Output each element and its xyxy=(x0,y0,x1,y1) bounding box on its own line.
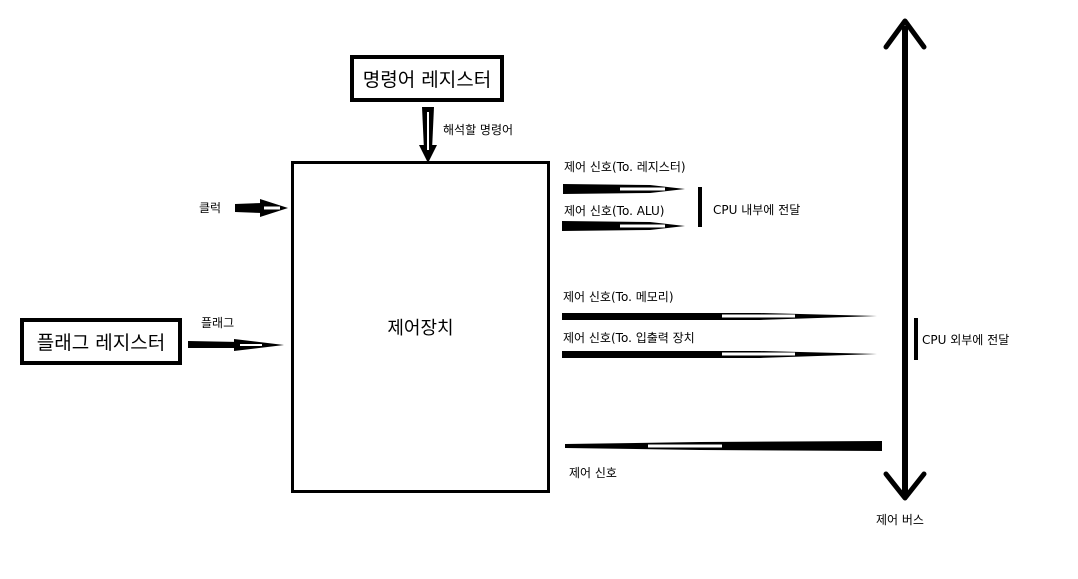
instruction-register-label: 명령어 레지스터 xyxy=(362,69,492,91)
signal-alu-arrow xyxy=(562,221,685,231)
signal-alu-label: 제어 신호(To. ALU) xyxy=(564,204,665,218)
instruction-register-box: 명령어 레지스터 xyxy=(350,55,504,102)
signal-register-arrow xyxy=(563,184,685,194)
signal-register-label: 제어 신호(To. 레지스터) xyxy=(564,160,686,174)
control-signal-label: 제어 신호 xyxy=(569,466,617,480)
signal-io-label: 제어 신호(To. 입출력 장치 xyxy=(563,331,695,345)
inside-cpu-label: CPU 내부에 전달 xyxy=(713,203,801,217)
outside-cpu-bracket xyxy=(914,318,918,360)
control-unit-box: 제어장치 xyxy=(291,161,550,493)
clock-arrow xyxy=(235,199,288,217)
signal-memory-arrow xyxy=(562,313,877,320)
decode-instruction-label: 해석할 명령어 xyxy=(443,123,514,137)
control-bus-label: 제어 버스 xyxy=(876,513,924,527)
inside-cpu-bracket xyxy=(698,187,702,227)
control-unit-label: 제어장치 xyxy=(387,318,454,339)
flag-label: 플래그 xyxy=(201,316,235,330)
flag-register-label: 플래그 레지스터 xyxy=(36,332,166,354)
flag-register-box: 플래그 레지스터 xyxy=(20,318,182,365)
flag-arrow xyxy=(188,339,284,351)
signal-memory-label: 제어 신호(To. 메모리) xyxy=(563,290,674,304)
signal-io-arrow xyxy=(562,351,877,358)
control-bus-arrow xyxy=(883,18,927,501)
clock-label: 클럭 xyxy=(199,201,222,215)
instruction-arrow xyxy=(419,107,437,163)
outside-cpu-label: CPU 외부에 전달 xyxy=(922,333,1010,347)
control-signal-arrow xyxy=(565,441,882,451)
